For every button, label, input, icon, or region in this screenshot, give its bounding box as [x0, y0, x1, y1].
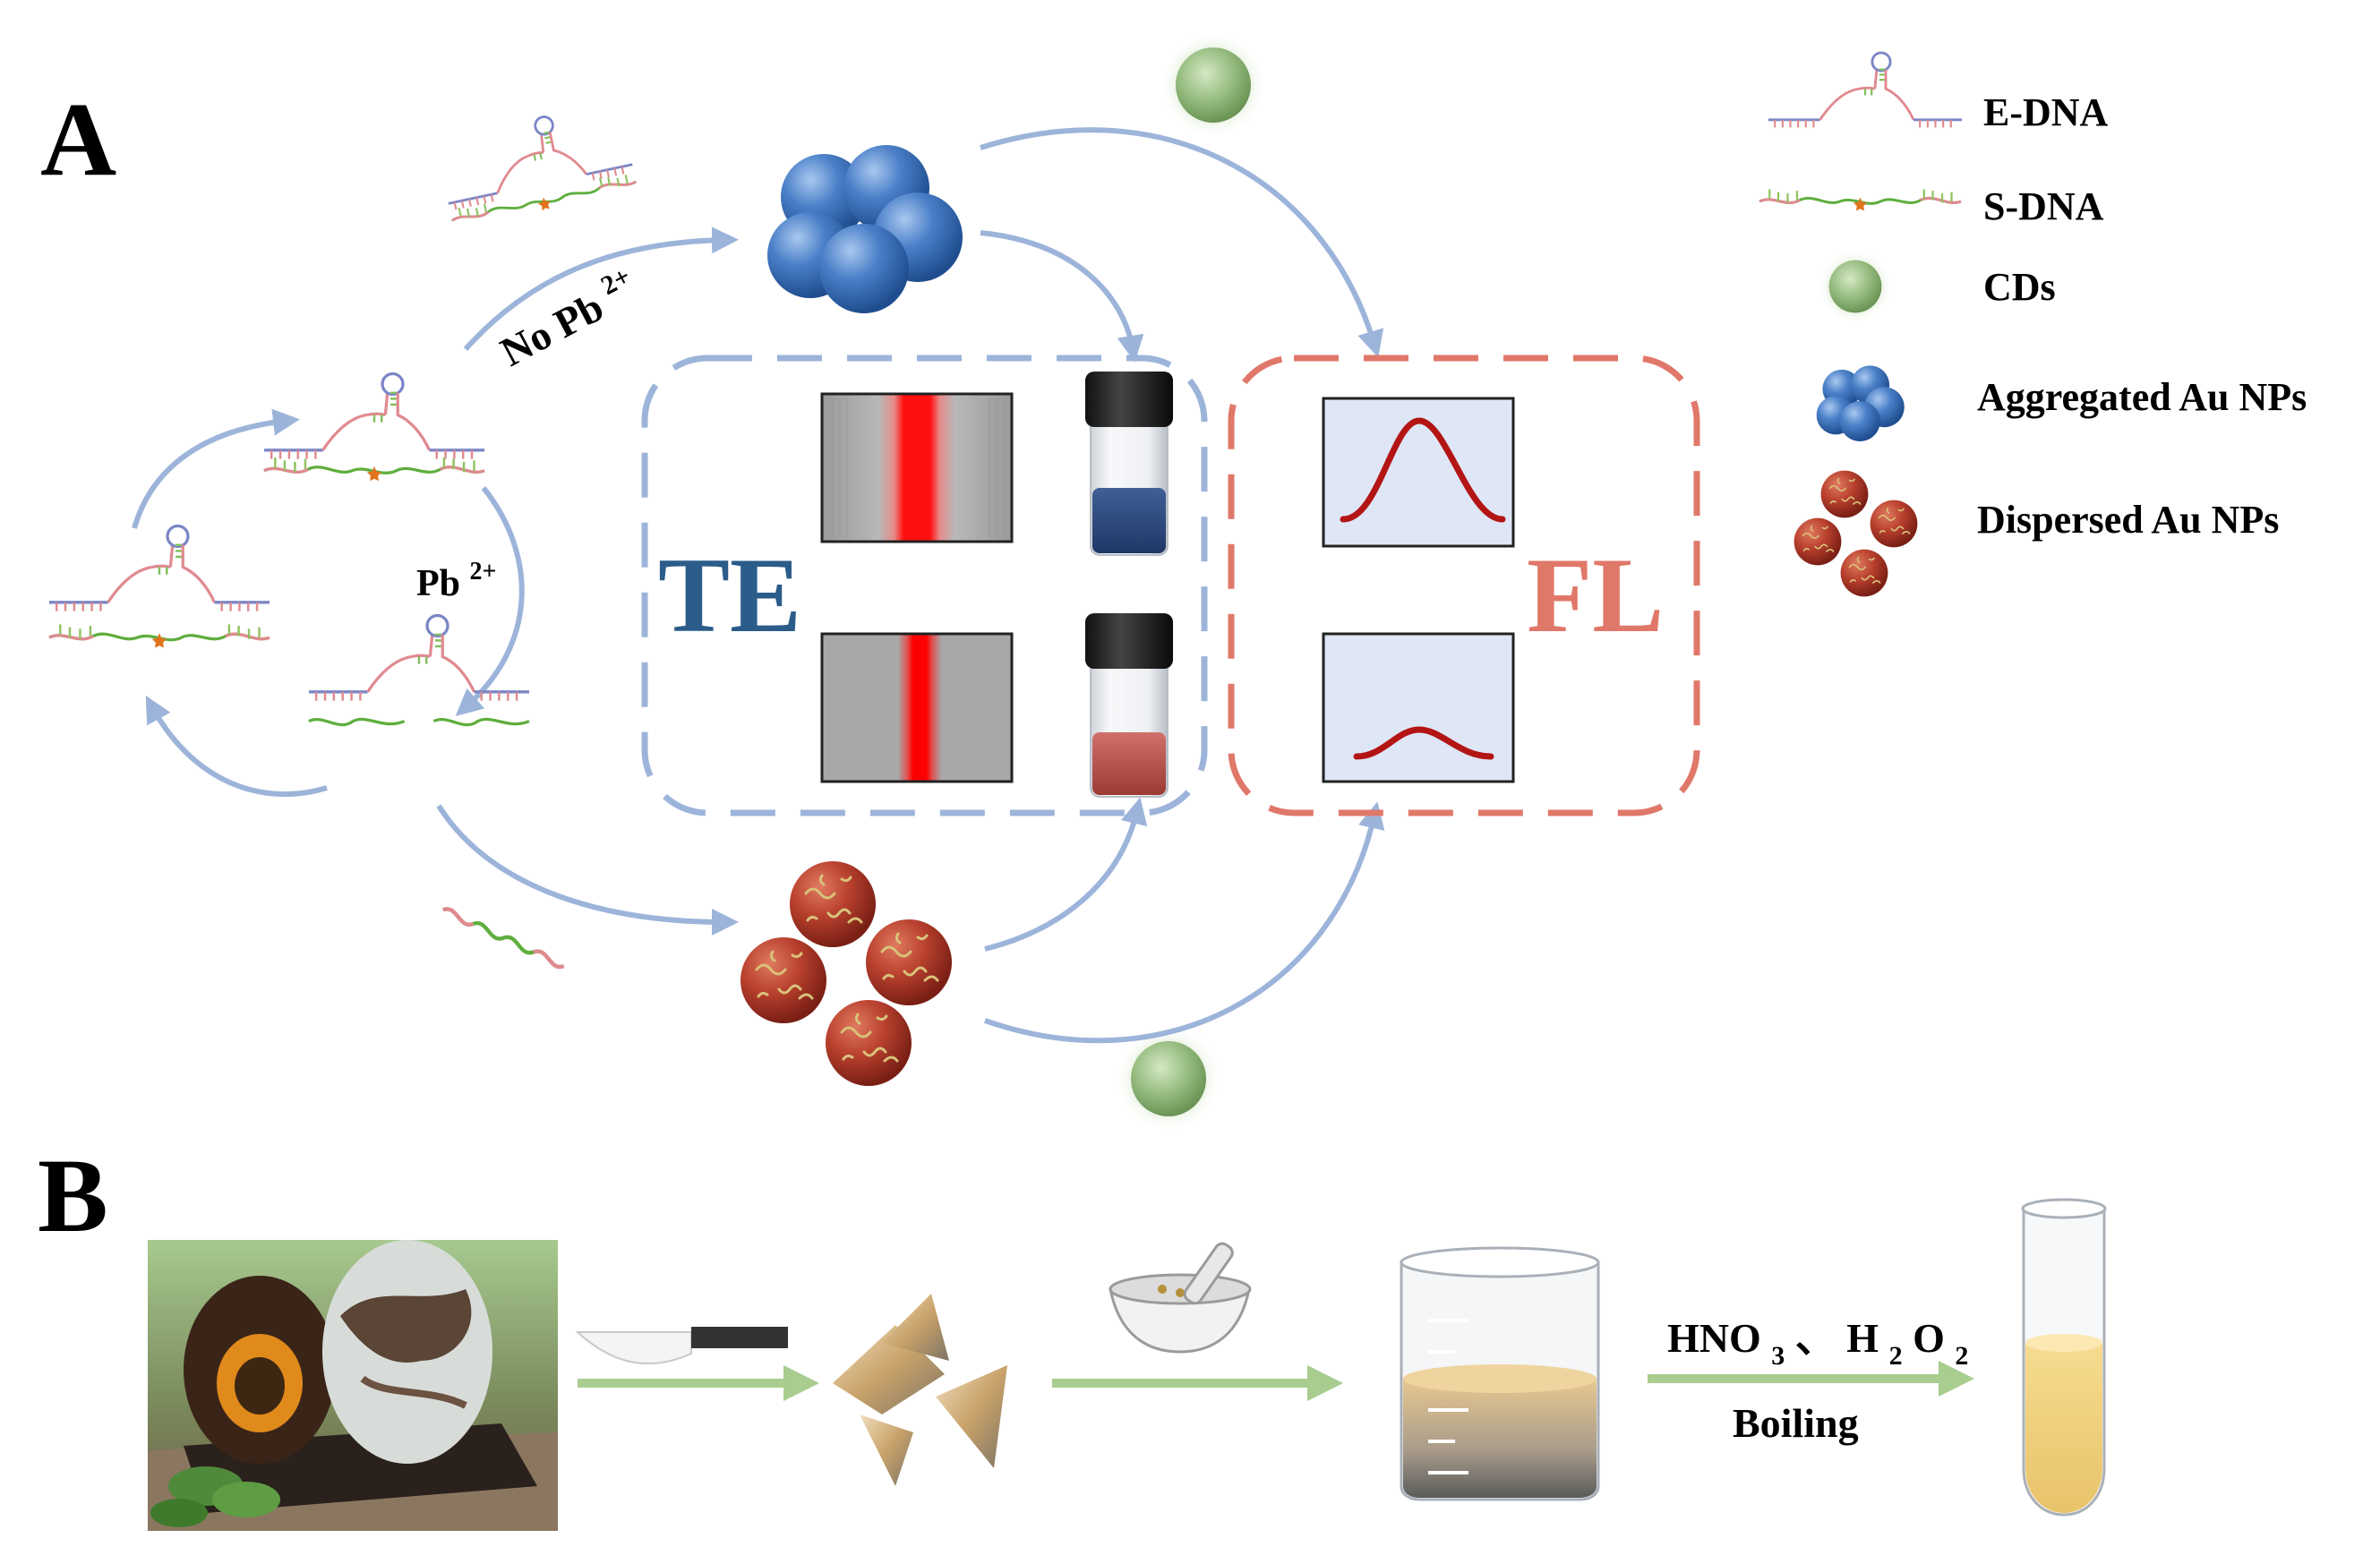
condition-pb: Pb 2+	[416, 558, 496, 604]
reagent-o: O	[1913, 1315, 1945, 1361]
no-pb-text: No Pb	[493, 284, 611, 375]
legend-s-dna-label: S-DNA	[1983, 184, 2104, 228]
legend: E-DNA S-DNA CDs Aggregated Au NPs Disper…	[1758, 51, 2307, 598]
reagent-separator: 、	[1795, 1315, 1836, 1361]
egg-shards-icon	[833, 1294, 1007, 1486]
mortar-pestle-icon	[1109, 1242, 1252, 1354]
test-strip-aggregated	[820, 392, 1014, 543]
signal-arrows	[980, 127, 1385, 1044]
fl-box	[1228, 355, 1700, 816]
test-strip-dispersed	[820, 632, 1014, 783]
legend-aggregated-label: Aggregated Au NPs	[1977, 375, 2307, 419]
te-box	[641, 355, 1208, 816]
vial-blue	[1085, 372, 1173, 556]
legend-e-dna-label: E-DNA	[1983, 90, 2109, 134]
legend-e-dna-icon	[1767, 51, 1964, 129]
dna-complex-left	[47, 524, 271, 650]
dna-released	[442, 907, 565, 970]
no-pb-sup: 2+	[596, 261, 636, 301]
pb-sup: 2+	[470, 558, 497, 585]
legend-aggregated-icon	[1816, 365, 1905, 441]
reagent-h-sub: 2	[1889, 1341, 1903, 1371]
fl-spectrum-low	[1322, 632, 1515, 783]
legend-cds-icon	[1818, 249, 1893, 324]
reagent-hno-sub: 3	[1771, 1341, 1785, 1371]
dna-complex-middle	[262, 372, 486, 483]
reagent-h: H	[1846, 1315, 1879, 1361]
cycle-arrows	[132, 226, 739, 936]
reagent-o-sub: 2	[1955, 1341, 1968, 1371]
pb-text: Pb	[416, 563, 460, 604]
legend-cds-label: CDs	[1983, 265, 2056, 309]
legend-dispersed-icon	[1793, 469, 1919, 598]
dispersed-au-nps	[739, 859, 954, 1088]
dna-complex-top	[433, 99, 639, 231]
beaker-icon	[1400, 1246, 1600, 1501]
process-arrows	[578, 1361, 1974, 1401]
vial-red	[1085, 613, 1173, 798]
aggregated-au-nps	[767, 145, 963, 313]
reagent-label: HNO 3 、 H 2 O 2	[1667, 1315, 1968, 1373]
fl-spectrum-high	[1322, 397, 1515, 548]
step-label-boiling: Boiling	[1733, 1400, 1859, 1446]
legend-s-dna-icon	[1758, 188, 1963, 212]
condition-no-pb: No Pb 2+	[491, 261, 645, 375]
preserved-egg-image	[148, 1240, 558, 1531]
legend-dispersed-label: Dispersed Au NPs	[1977, 498, 2279, 542]
fl-label: FL	[1527, 535, 1664, 654]
panel-a-label: A	[40, 81, 116, 198]
dna-cleaved	[307, 613, 531, 727]
te-label: TE	[658, 535, 801, 654]
panel-b-label: B	[38, 1137, 108, 1254]
test-tube-icon	[2021, 1198, 2107, 1517]
cd-sphere-top	[1160, 31, 1267, 139]
knife-icon	[575, 1327, 788, 1365]
reagent-hno: HNO	[1667, 1315, 1761, 1361]
